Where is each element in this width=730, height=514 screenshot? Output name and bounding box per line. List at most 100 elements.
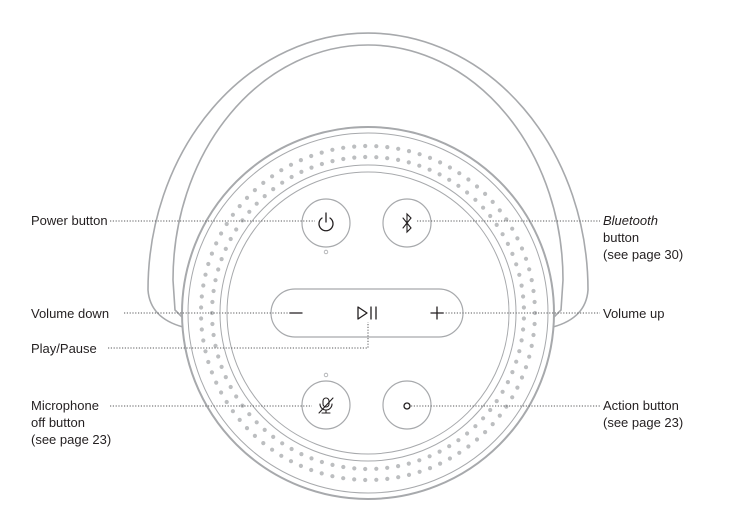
grille-dot	[252, 188, 257, 193]
grille-dot	[396, 464, 401, 469]
microphone-off-icon	[318, 397, 334, 414]
grille-dot	[319, 161, 324, 167]
grille-dot	[279, 168, 284, 173]
grille-dot	[223, 246, 228, 251]
grille-dot	[532, 321, 537, 327]
grille-dot	[447, 456, 452, 461]
handle-outer	[147, 32, 589, 328]
control-face-inner	[226, 171, 510, 455]
action-button[interactable]	[382, 380, 432, 430]
grille-dot	[230, 212, 235, 217]
grille-dot	[341, 156, 346, 162]
grille-dot	[270, 174, 275, 179]
grille-dot	[529, 343, 534, 348]
grille-dot	[504, 217, 509, 222]
grille-dot	[447, 444, 452, 449]
grille-dot	[396, 157, 401, 162]
grille-dot	[219, 390, 224, 395]
mic-indicator-light	[323, 372, 329, 378]
bt-label-line2: button	[603, 230, 640, 245]
grille-dot	[466, 444, 471, 449]
grille-dot	[309, 153, 314, 159]
grille-dot	[271, 187, 276, 192]
grille-dot	[213, 278, 218, 283]
grille-dot	[438, 461, 443, 466]
grille-dot	[374, 477, 379, 482]
grille-dot	[490, 199, 495, 204]
grille-dot	[437, 449, 442, 454]
grille-dot	[309, 467, 314, 473]
grille-dot	[483, 191, 488, 196]
grille-dot	[298, 463, 303, 468]
grille-dot	[531, 288, 536, 294]
grille-dot	[465, 190, 470, 195]
grille-dot	[519, 338, 524, 343]
volume-up-label: Volume up	[603, 306, 665, 321]
grille-dot	[406, 160, 411, 165]
grille-dot	[447, 177, 452, 182]
grille-dot	[510, 370, 515, 375]
mic-label-line2: off button	[31, 415, 85, 430]
grille-dot	[224, 399, 229, 405]
grille-dot	[270, 447, 275, 452]
grille-dot	[288, 162, 294, 167]
grille-dot	[209, 370, 214, 375]
grille-dot	[474, 184, 480, 189]
grille-dot	[465, 431, 470, 436]
grille-dot	[289, 446, 294, 452]
grille-dot	[406, 461, 411, 466]
grille-dot	[214, 241, 219, 246]
grille-dot	[481, 416, 486, 421]
grille-dot	[247, 209, 252, 214]
grille-dot	[352, 477, 357, 482]
grille-dot	[474, 437, 480, 442]
grille-dot	[352, 155, 357, 160]
grille-dot	[523, 365, 529, 370]
action-icon	[403, 402, 411, 410]
grille-dot	[203, 272, 208, 277]
grille-dot	[396, 146, 401, 151]
leader-lines	[108, 220, 600, 407]
grille-dot	[457, 450, 462, 455]
grille-dot	[527, 354, 532, 359]
grille-dot	[438, 160, 443, 165]
power-button[interactable]	[301, 198, 351, 248]
grille-dot	[515, 236, 520, 241]
grille-dot	[488, 213, 493, 219]
grille-dot	[330, 474, 335, 479]
grille-dot	[456, 438, 461, 443]
grille-dot	[417, 163, 422, 168]
grille-dot	[514, 262, 519, 267]
grille-dot	[201, 338, 206, 343]
speaker-grille-dots	[199, 143, 538, 483]
grille-dot	[254, 201, 259, 206]
grille-dot	[504, 404, 509, 409]
action-label-line1: Action button	[603, 398, 679, 413]
grille-dot	[417, 458, 422, 463]
grille-dot	[352, 144, 357, 149]
grille-dot	[437, 172, 442, 177]
bt-label-line3: (see page 30)	[603, 247, 684, 262]
grille-dot	[298, 158, 303, 163]
grille-dot	[363, 143, 368, 149]
grille-dot	[219, 257, 224, 262]
grille-dot	[288, 459, 294, 464]
grille-dot	[466, 177, 471, 182]
grille-dot	[319, 471, 324, 476]
grille-dot	[206, 359, 211, 365]
grille-dot	[505, 380, 510, 385]
grille-dot	[279, 453, 284, 458]
grille-dot	[385, 476, 390, 481]
grille-dot	[490, 422, 495, 427]
grille-dot	[517, 272, 522, 277]
grille-dot	[201, 283, 206, 288]
grille-dot	[531, 332, 536, 338]
grille-dot	[319, 459, 324, 465]
grille-dot	[519, 246, 525, 251]
grille-dot	[210, 321, 215, 327]
grille-dot	[280, 180, 285, 185]
grille-dot	[406, 149, 412, 154]
grille-dot	[521, 316, 527, 321]
action-button-label: Action button (see page 23)	[603, 397, 683, 431]
